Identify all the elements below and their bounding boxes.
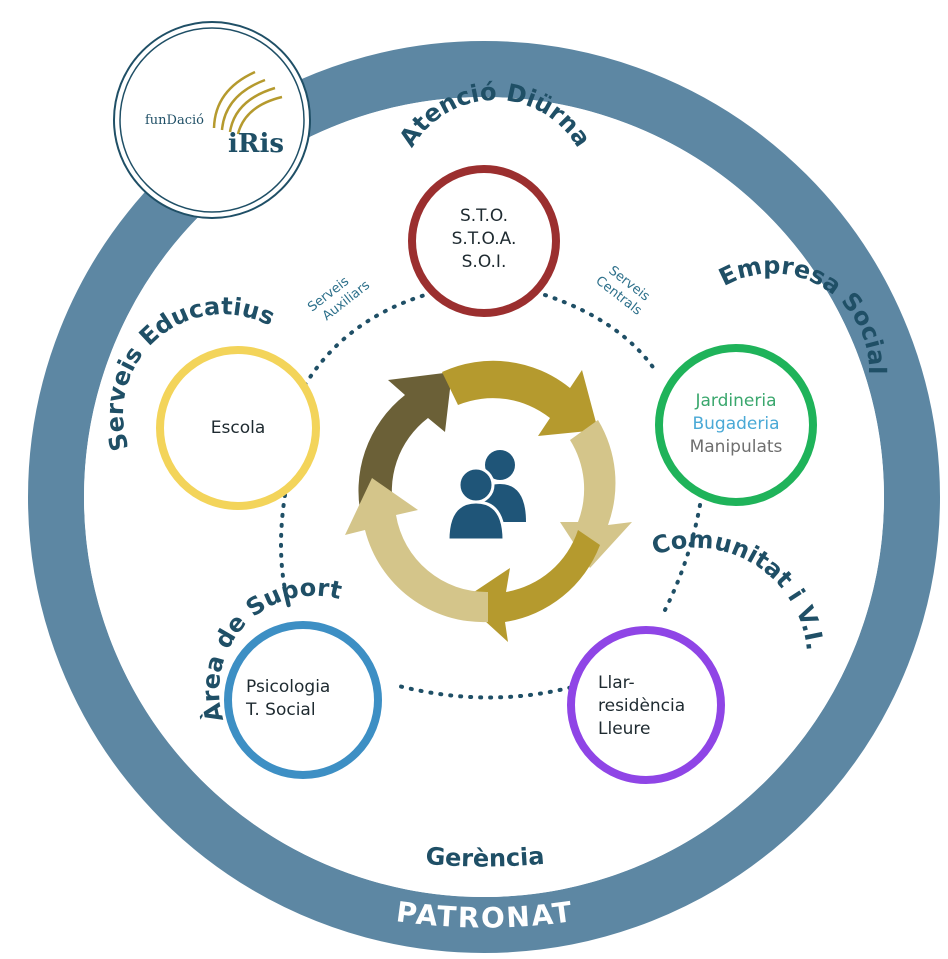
node-text-atencio: S.T.O. S.T.O.A. S.O.I. [434,205,534,274]
node-line: Escola [210,418,266,438]
node-line: S.T.O.A. [451,229,517,249]
dotted-connectors [279,293,702,700]
node-line-manipulats: Manipulats [689,437,783,457]
arrow-segment-gold-top [442,360,598,436]
node-line: Llar- [598,673,635,693]
node-line: T. Social [246,700,316,720]
node-text-empresa: Jardineria Bugaderia Manipulats [670,390,802,459]
arrow-segment-gold-bottom [462,530,600,642]
cycle-arrows [345,360,632,642]
node-line-jardineria: Jardineria [695,391,777,411]
arrow-segment-dark [358,372,452,520]
people-icon [446,450,526,542]
node-circle-atencio [408,165,560,317]
node-text-educatius: Escola [188,417,288,440]
node-line: S.O.I. [461,252,507,272]
node-text-suport: Psicologia T. Social [246,676,366,722]
node-circle-educatius [156,346,320,510]
node-circle-empresa [655,344,817,506]
ring-label-patronat: PATRONAT [394,895,575,935]
node-line: Lleure [598,719,651,739]
node-circle-comunitat [567,626,725,784]
logo-line1: funDació [145,113,204,128]
node-line-bugaderia: Bugaderia [692,414,780,434]
node-line: Psicologia [246,677,331,697]
logo-rays [212,70,283,135]
logo-line2: iRis [228,129,284,159]
node-text-comunitat: Llar- residència Lleure [598,672,708,741]
ring-label-gerencia: Gerència [425,842,546,873]
arrow-segment-light-left [345,478,488,623]
outer-ring [28,41,940,953]
node-line: residència [598,696,686,716]
node-line: S.T.O. [459,206,509,226]
node-circle-suport [224,621,382,779]
logo: funDació iRis [113,21,311,219]
